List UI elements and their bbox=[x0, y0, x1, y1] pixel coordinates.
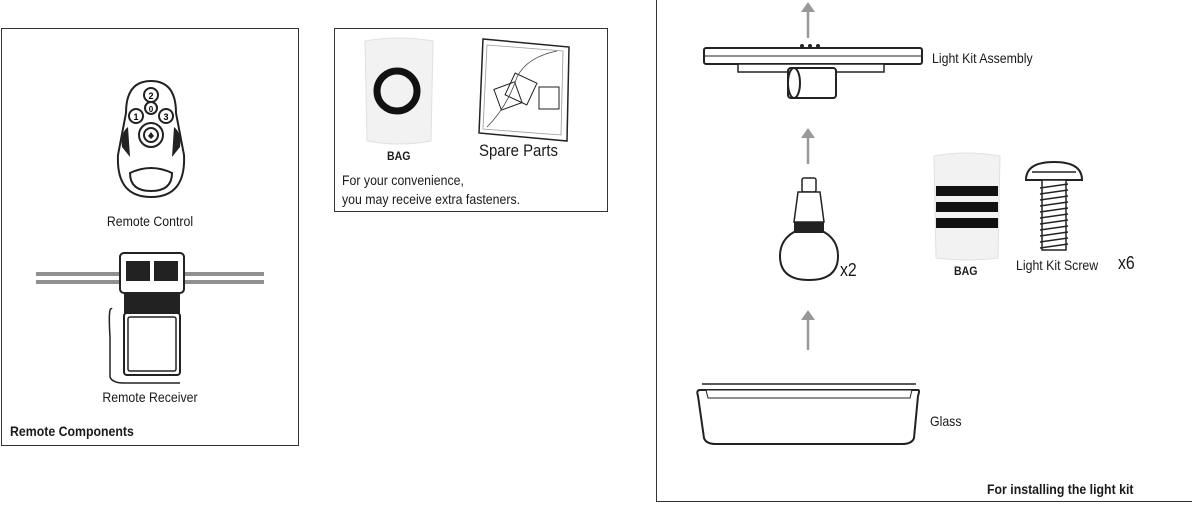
up-arrow-icon bbox=[801, 310, 815, 350]
bulb-quantity: x2 bbox=[840, 260, 857, 280]
light-kit-panel-border bbox=[656, 0, 1192, 502]
remote-button-1: 1 bbox=[133, 112, 138, 122]
screw-quantity: x6 bbox=[1118, 253, 1135, 273]
spare-parts-label: Spare Parts bbox=[479, 141, 558, 160]
bag-o-ring-illustration bbox=[364, 37, 434, 145]
glass-label: Glass bbox=[930, 413, 962, 429]
bag-screws-illustration bbox=[933, 152, 1001, 261]
remote-receiver-label: Remote Receiver bbox=[102, 389, 198, 405]
remote-receiver-illustration bbox=[36, 252, 264, 384]
light-kit-screw-label: Light Kit Screw bbox=[1016, 257, 1099, 273]
spare-parts-panel: BAG Spare Parts For your convenience, yo… bbox=[334, 28, 608, 212]
light-kit-screw-illustration bbox=[1024, 160, 1084, 251]
light-kit-caption: For installing the light kit bbox=[987, 481, 1134, 497]
remote-control-label: Remote Control bbox=[106, 213, 194, 229]
remote-button-3: 3 bbox=[163, 112, 168, 122]
up-arrow-icon bbox=[801, 128, 815, 164]
spare-note-line-1: For your convenience, bbox=[342, 172, 464, 188]
light-kit-bag-label: BAG bbox=[954, 264, 978, 278]
up-arrow-icon bbox=[801, 2, 815, 38]
spare-bag-label: BAG bbox=[387, 149, 411, 163]
light-kit-assembly-illustration bbox=[703, 44, 923, 99]
remote-components-caption: Remote Components bbox=[10, 423, 134, 439]
led-bulb-illustration bbox=[778, 177, 840, 282]
spare-note-line-2: you may receive extra fasteners. bbox=[342, 191, 521, 207]
remote-control-illustration: 2 1 0 3 bbox=[116, 79, 186, 199]
glass-illustration bbox=[696, 383, 920, 445]
remote-button-0: 0 bbox=[149, 105, 154, 114]
light-kit-assembly-label: Light Kit Assembly bbox=[932, 50, 1033, 66]
remote-components-panel: 2 1 0 3 Remote Control Remote Receiver R… bbox=[1, 28, 299, 446]
spare-parts-bag-illustration bbox=[478, 38, 570, 142]
remote-button-2: 2 bbox=[148, 91, 153, 101]
